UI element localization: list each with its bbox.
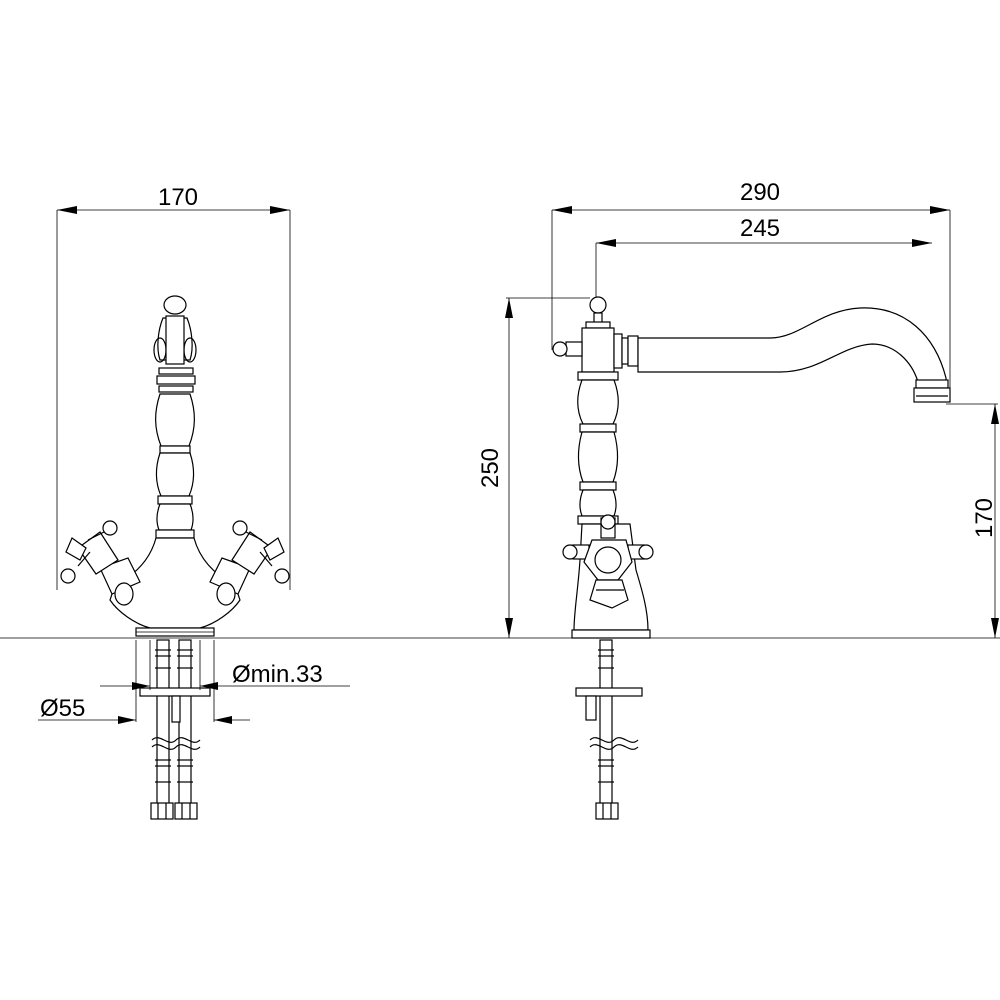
spout-height-label: 170 (971, 498, 998, 538)
spout-reach-dimension: 245 (595, 215, 932, 300)
side-view: 290 245 250 170 (477, 179, 999, 820)
spout-reach-label: 245 (740, 215, 780, 242)
front-width-label: 170 (158, 184, 198, 211)
outer-base-label: Ø55 (40, 695, 85, 722)
side-handle (562, 514, 654, 609)
inner-hole-label: Ømin.33 (232, 661, 323, 688)
overall-reach-label: 290 (740, 179, 780, 206)
front-supply-pipes (139, 639, 211, 820)
front-faucet-body (60, 295, 290, 637)
front-width-dimension: 170 (56, 184, 291, 590)
front-left-handle (60, 520, 141, 606)
side-faucet-body (552, 296, 951, 639)
outer-base-dimension: Ø55 (38, 695, 250, 724)
spout-height-dimension: 170 (946, 403, 999, 638)
front-view: 170 (38, 184, 350, 820)
side-supply-pipe (575, 639, 643, 820)
front-right-handle (209, 520, 290, 606)
overall-reach-dimension: 290 (551, 179, 951, 395)
total-height-label: 250 (477, 448, 504, 488)
total-height-dimension: 250 (477, 297, 590, 638)
inner-hole-dimension: Ømin.33 (100, 661, 350, 690)
